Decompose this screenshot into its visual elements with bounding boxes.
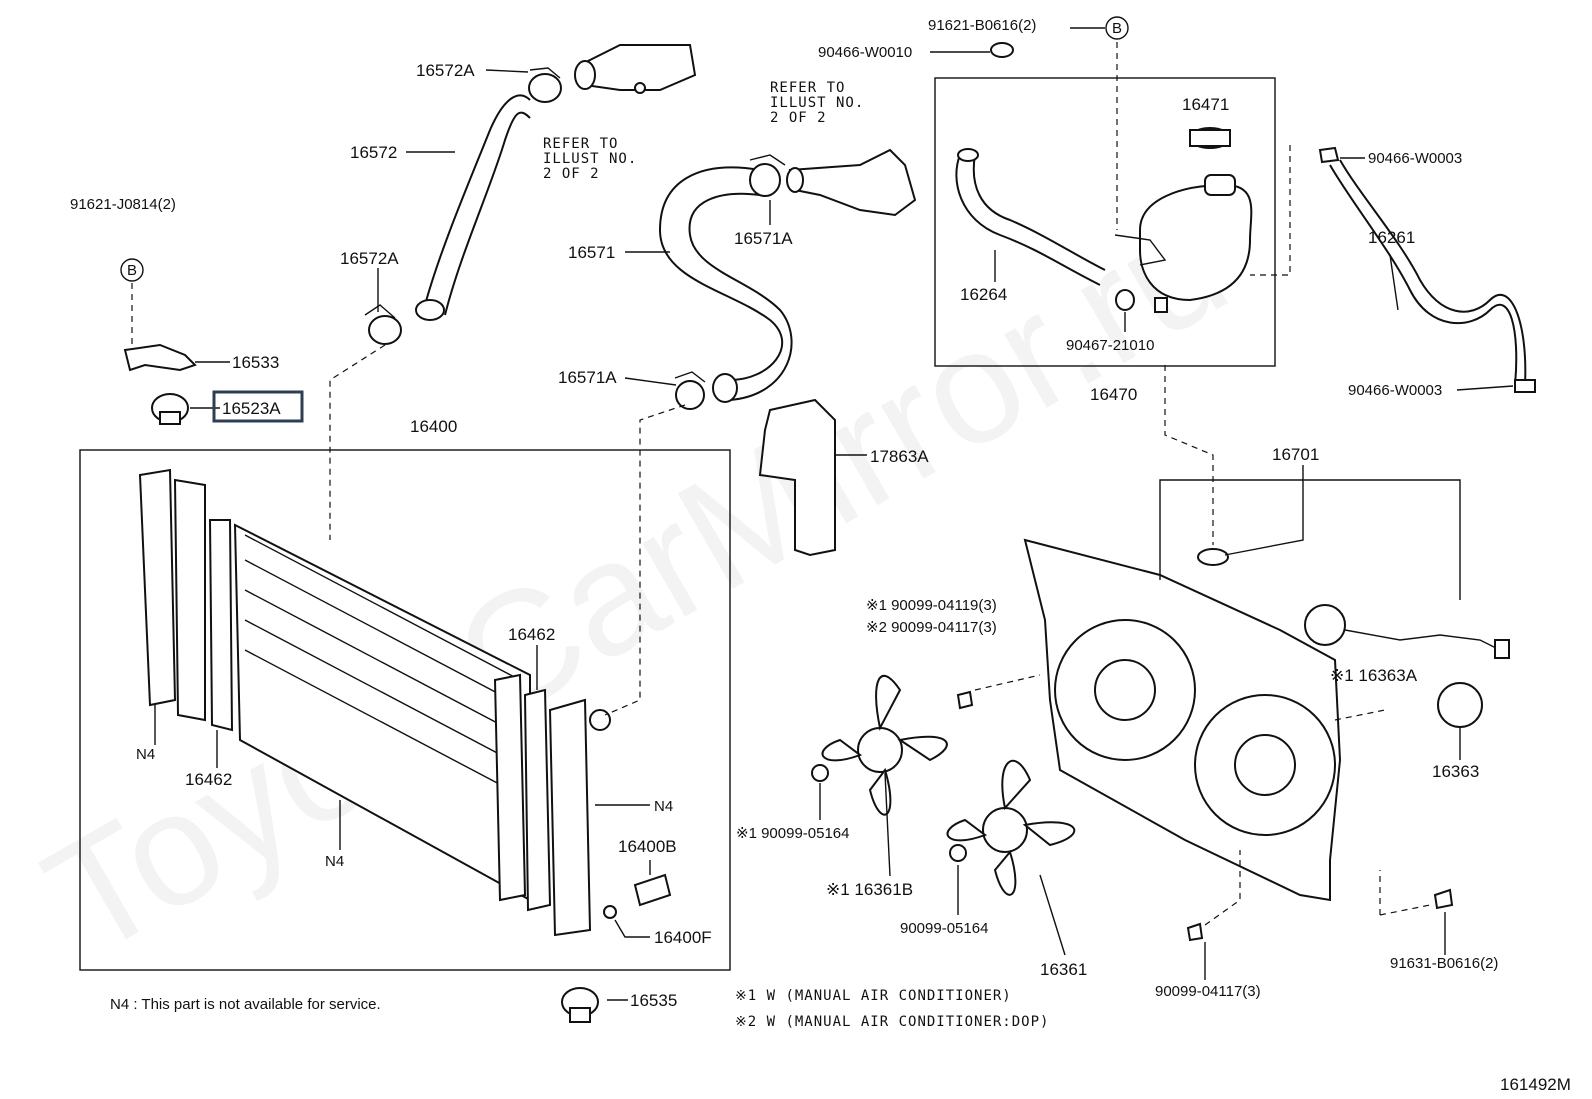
label-n4-left: N4: [136, 746, 155, 763]
label-17863A: 17863A: [870, 447, 929, 466]
label-16572: 16572: [350, 143, 397, 162]
diagram-id: 161492M: [1500, 1075, 1571, 1094]
clip-90466-W0003-low: [1514, 379, 1536, 393]
fan-16361B: [821, 675, 948, 816]
bolt-90099-04117: [1186, 922, 1204, 942]
clip-90467-21010: [1115, 289, 1135, 311]
fan-motor-16363: [1437, 682, 1483, 728]
label-91631-B0616: 91631-B0616(2): [1390, 955, 1498, 972]
label-16361B: ※1 16361B: [826, 880, 913, 899]
label-16462-right: 16462: [508, 625, 555, 644]
overflow-hose-16261: [1329, 159, 1527, 386]
footnote-2: ※2 W (MANUAL AIR CONDITIONER:DOP): [735, 1014, 1049, 1030]
o-ring-16400F: [603, 905, 617, 919]
nut-90099-05164-center: [949, 844, 967, 862]
label-90099-04117: 90099-04117(3): [1155, 983, 1261, 1000]
nut-90099-05164-left: [811, 764, 829, 782]
label-16533: 16533: [232, 353, 279, 372]
label-16400F: 16400F: [654, 928, 712, 947]
radiator-group-box: [79, 449, 731, 971]
refer-note-1-line3: 2 OF 2: [543, 166, 600, 182]
clip-90466-W0003-top: [1318, 146, 1340, 164]
refer-note-2-line1: REFER TO: [770, 80, 845, 96]
ref-letter-b-left: B: [127, 262, 137, 279]
label-16470: 16470: [1090, 385, 1137, 404]
lower-hose-16571: [658, 166, 793, 403]
drain-cock-16400B: [633, 873, 672, 907]
label-16523A[interactable]: 16523A: [222, 399, 281, 418]
label-16571A-low: 16571A: [558, 368, 617, 387]
ref-letter-b-top: B: [1112, 20, 1122, 37]
label-16572A-low: 16572A: [340, 249, 399, 268]
label-16361: 16361: [1040, 960, 1087, 979]
air-guide-17863A: [758, 398, 836, 557]
water-inlet-pipe: [786, 148, 917, 217]
label-90466-W0003-low: 90466-W0003: [1348, 382, 1442, 399]
reservoir-group-box: [934, 77, 1276, 367]
footnote-1: ※1 W (MANUAL AIR CONDITIONER): [735, 988, 1012, 1004]
ref-circle-b-left: B: [120, 258, 144, 282]
label-16471: 16471: [1182, 95, 1229, 114]
reservoir-tank-16470: [1114, 174, 1253, 313]
highlight-box-16523A: [212, 390, 304, 423]
label-91621-J0814: 91621-J0814(2): [70, 196, 176, 213]
label-16462-left: 16462: [185, 770, 232, 789]
n4-availability-note: N4 : This part is not available for serv…: [110, 996, 381, 1013]
refer-note-2-line2: ILLUST NO.: [770, 95, 864, 111]
hose-clamp-16572A-top: [528, 67, 562, 103]
label-90099-05164-center: 90099-05164: [900, 920, 988, 937]
label-16264: 16264: [960, 285, 1007, 304]
clamp-90466-W0010: [990, 42, 1014, 58]
cushion-16535: [561, 987, 599, 1023]
label-16572A-top: 16572A: [416, 61, 475, 80]
label-90466-W0010: 90466-W0010: [818, 44, 912, 61]
refer-note-1-line2: ILLUST NO.: [543, 151, 637, 167]
grommet-16701: [1197, 548, 1229, 566]
bracket-16533: [123, 343, 197, 372]
label-90466-W0003-top: 90466-W0003: [1368, 150, 1462, 167]
label-16363A: ※1 16363A: [1330, 666, 1418, 685]
label-16363: 16363: [1432, 762, 1479, 781]
reservoir-hose-16264: [955, 148, 1106, 286]
label-note2-bolt: ※2 90099-04117(3): [866, 619, 997, 636]
upper-hose-16572: [415, 94, 531, 321]
bolt-90099-04119: [956, 690, 974, 710]
bolt-91631-B0616: [1433, 888, 1454, 910]
label-90099-05164-left: ※1 90099-05164: [736, 825, 850, 842]
label-16535: 16535: [630, 991, 677, 1010]
fan-motor-16363A: [1304, 604, 1510, 659]
reservoir-cap-16471: [1189, 127, 1231, 149]
label-n4-right: N4: [654, 798, 673, 815]
water-outlet-pipe: [574, 44, 697, 94]
fan-shroud: [1023, 538, 1342, 902]
radiator-16400: [138, 468, 611, 937]
label-16400: 16400: [410, 417, 457, 436]
hose-clamp-16571A-top: [749, 154, 786, 197]
fan-16361: [946, 759, 1076, 896]
refer-note-1-line1: REFER TO: [543, 136, 618, 152]
label-16571A-top: 16571A: [734, 229, 793, 248]
label-16701: 16701: [1272, 445, 1319, 464]
ref-circle-b-top: B: [1105, 16, 1129, 40]
label-16261: 16261: [1368, 228, 1415, 247]
label-91621-B0616: 91621-B0616(2): [928, 17, 1036, 34]
label-16571: 16571: [568, 243, 615, 262]
cushion-16523A: [151, 393, 189, 425]
label-16400B: 16400B: [618, 837, 677, 856]
hose-clamp-16572A-low: [364, 304, 402, 345]
hose-clamp-16571A-low: [674, 371, 706, 410]
refer-note-2-line3: 2 OF 2: [770, 110, 827, 126]
label-n4-bottom: N4: [325, 853, 344, 870]
label-note1-bolt: ※1 90099-04119(3): [866, 597, 997, 614]
label-90467-21010: 90467-21010: [1066, 337, 1154, 354]
